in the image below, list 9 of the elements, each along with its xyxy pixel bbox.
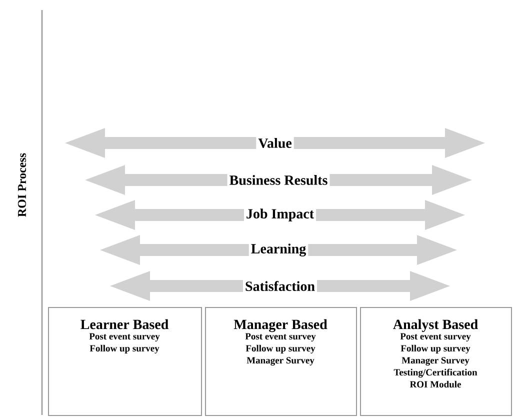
method-box: Learner Based Post event survey Follow up survey (48, 307, 202, 416)
level-banner: Business Results (85, 165, 472, 195)
level-banner: Job Impact (95, 200, 465, 230)
axis-label: ROI Process (18, 153, 26, 217)
level-banner: Learning (100, 235, 457, 265)
method-box: Manager Based Post event survey Follow up survey Manager Survey (205, 307, 357, 416)
level-banner: Value (65, 128, 485, 158)
method-box: Analyst Based Post event survey Follow up survey Manager Survey Testing/Certification ROI Module (360, 307, 512, 416)
level-banner: Satisfaction (110, 271, 450, 301)
